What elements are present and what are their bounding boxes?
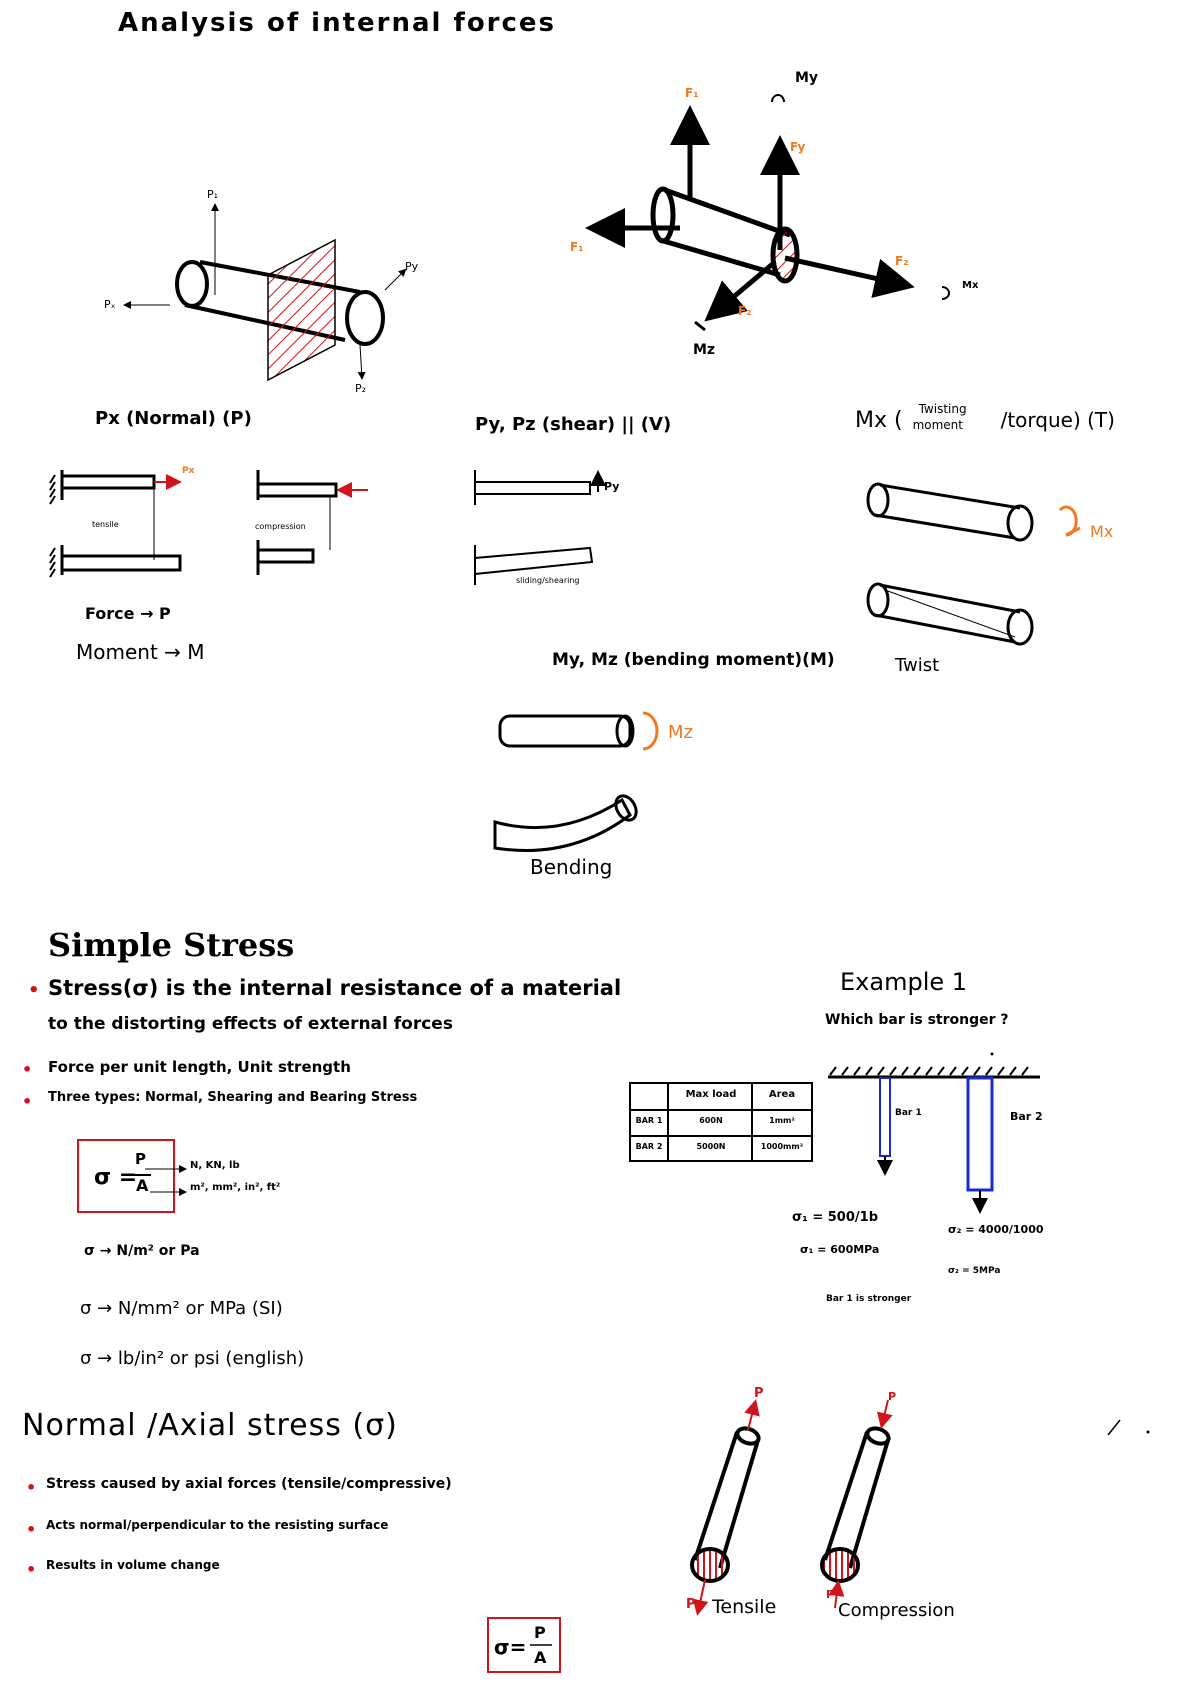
- mz-label: Mz: [693, 342, 716, 358]
- stress-bullet-force: Force per unit length, Unit strength: [48, 1058, 351, 1076]
- sliding-label: sliding/shearing: [516, 576, 580, 585]
- bar2-label: Bar 2: [1010, 1110, 1043, 1123]
- formula-numerator: P: [135, 1150, 146, 1168]
- bullet-dot: •: [26, 1560, 37, 1579]
- tensile-label: tensile: [92, 520, 119, 529]
- formula-denominator: A: [133, 1174, 152, 1195]
- compression-label: compression: [255, 522, 306, 531]
- bullet-dot: •: [26, 1478, 37, 1497]
- page-title: Analysis of internal forces: [118, 8, 557, 38]
- twist-heading-pre: Mx (: [855, 408, 903, 433]
- axial-bullet-3: Results in volume change: [46, 1558, 220, 1572]
- fx-top-label: F₁: [685, 86, 699, 100]
- sigma1-calc: σ₁ = 500/1b: [792, 1210, 878, 1225]
- stress-definition-2: to the distorting effects of external fo…: [48, 1014, 453, 1034]
- axial-bullet-2: Acts normal/perpendicular to the resisti…: [46, 1518, 389, 1532]
- p1-label: P₁: [207, 188, 219, 201]
- compression-p-top: P: [888, 1390, 897, 1403]
- bending-heading: My, Mz (bending moment)(M): [552, 650, 835, 670]
- twist-label: Twist: [895, 655, 940, 676]
- bar1-label: Bar 1: [895, 1108, 922, 1118]
- axial-formula-num: P: [534, 1623, 546, 1642]
- twist-heading-post: /torque) (T): [1000, 408, 1115, 432]
- stray-dot: [990, 1052, 994, 1056]
- table-cell-bar2-load: 5000N: [696, 1142, 726, 1151]
- table-row-bar1: BAR 1: [635, 1116, 663, 1125]
- unit-psi: σ → lb/in² or psi (english): [80, 1348, 305, 1369]
- shear-py-label: Py: [604, 480, 620, 493]
- example-bars-diagram: [828, 1066, 1040, 1214]
- pz-label: P₂: [355, 382, 367, 395]
- py-label: Py: [405, 260, 419, 273]
- twist-diagram: [866, 482, 1081, 646]
- axial-formula-den: A: [534, 1648, 547, 1667]
- force-line: Force → P: [85, 604, 171, 623]
- shear-bars-diagram: [474, 470, 606, 585]
- fy-label: Fy: [790, 140, 806, 154]
- table-header-area: Area: [768, 1089, 796, 1100]
- axial-formula-sigma: σ=: [494, 1635, 527, 1659]
- tensile-p-top: P: [754, 1386, 764, 1401]
- axial-formula-box: [487, 1617, 561, 1673]
- bending-diagram: [493, 711, 659, 853]
- sigma2-result: σ₂ = 5MPa: [948, 1266, 1001, 1276]
- axial-heading: Normal /Axial stress (σ): [22, 1408, 398, 1443]
- example-heading: Example 1: [840, 968, 968, 996]
- my-label: My: [795, 70, 819, 86]
- normal-heading: Px (Normal) (P): [95, 408, 252, 429]
- moment-word: moment: [912, 418, 963, 432]
- table-cell-bar1-load: 600N: [699, 1116, 723, 1125]
- unit-mpa: σ → N/mm² or MPa (SI): [80, 1298, 283, 1319]
- example-question: Which bar is stronger ?: [825, 1012, 1009, 1028]
- stray-dot: [1146, 1430, 1150, 1434]
- numerator-units: N, KN, lb: [190, 1160, 240, 1171]
- unit-pa: σ → N/m² or Pa: [84, 1243, 200, 1259]
- twist-heading: Mx ( Twisting moment /torque) (T): [855, 402, 1115, 442]
- bullet-dot: •: [26, 1520, 37, 1539]
- bullet-dot: •: [22, 1092, 33, 1111]
- example-table-grid: [629, 1082, 813, 1162]
- sigma2-calc: σ₂ = 4000/1000: [948, 1223, 1044, 1236]
- axes-3d-diagram: [585, 94, 950, 332]
- bullet-dot: •: [28, 980, 40, 1001]
- bending-label: Bending: [530, 855, 613, 879]
- stray-mark: [1107, 1419, 1121, 1436]
- compression-p-bottom: P: [826, 1588, 835, 1601]
- table-cell-bar1-area: 1mm²: [769, 1116, 795, 1125]
- table-row-bar2: BAR 2: [635, 1142, 663, 1151]
- shear-heading: Py, Pz (shear) || (V): [475, 414, 672, 435]
- stress-formula-box: [77, 1139, 175, 1213]
- bending-mz-label: Mz: [668, 722, 693, 743]
- normal-bars-diagram: [49, 470, 368, 578]
- table-cell-bar2-area: 1000mm²: [760, 1142, 804, 1151]
- axial-cylinders-diagram: [690, 1399, 893, 1616]
- simple-stress-heading: Simple Stress: [48, 926, 295, 964]
- formula-sigma: σ =: [94, 1165, 138, 1190]
- normal-px-label: Px: [182, 466, 195, 476]
- tensile-label: Tensile: [712, 1596, 777, 1618]
- bullet-dot: •: [22, 1060, 33, 1079]
- sigma1-result: σ₁ = 600MPa: [800, 1243, 880, 1256]
- axial-bullet-1: Stress caused by axial forces (tensile/c…: [46, 1476, 452, 1492]
- cut-bar-diagram: [123, 203, 407, 382]
- fz-label: F₂: [895, 254, 909, 268]
- denominator-units: m², mm², in², ft²: [190, 1182, 281, 1193]
- stress-definition-1: Stress(σ) is the internal resistance of …: [48, 976, 622, 1000]
- table-header-max-load: Max load: [685, 1089, 737, 1100]
- twisting-word: Twisting: [918, 402, 967, 416]
- fx-left-label: F₁: [570, 240, 584, 254]
- fzz-label: F₂: [738, 304, 752, 318]
- tensile-p-bottom: P: [686, 1597, 696, 1612]
- example-conclusion: Bar 1 is stronger: [826, 1294, 912, 1304]
- moment-line: Moment → M: [76, 640, 205, 664]
- compression-label: Compression: [838, 1600, 955, 1621]
- mx-label: Mx: [962, 280, 979, 291]
- stress-bullet-types: Three types: Normal, Shearing and Bearin…: [48, 1090, 418, 1105]
- px-label: Pₓ: [104, 298, 116, 311]
- twist-mx-label: Mx: [1090, 522, 1114, 541]
